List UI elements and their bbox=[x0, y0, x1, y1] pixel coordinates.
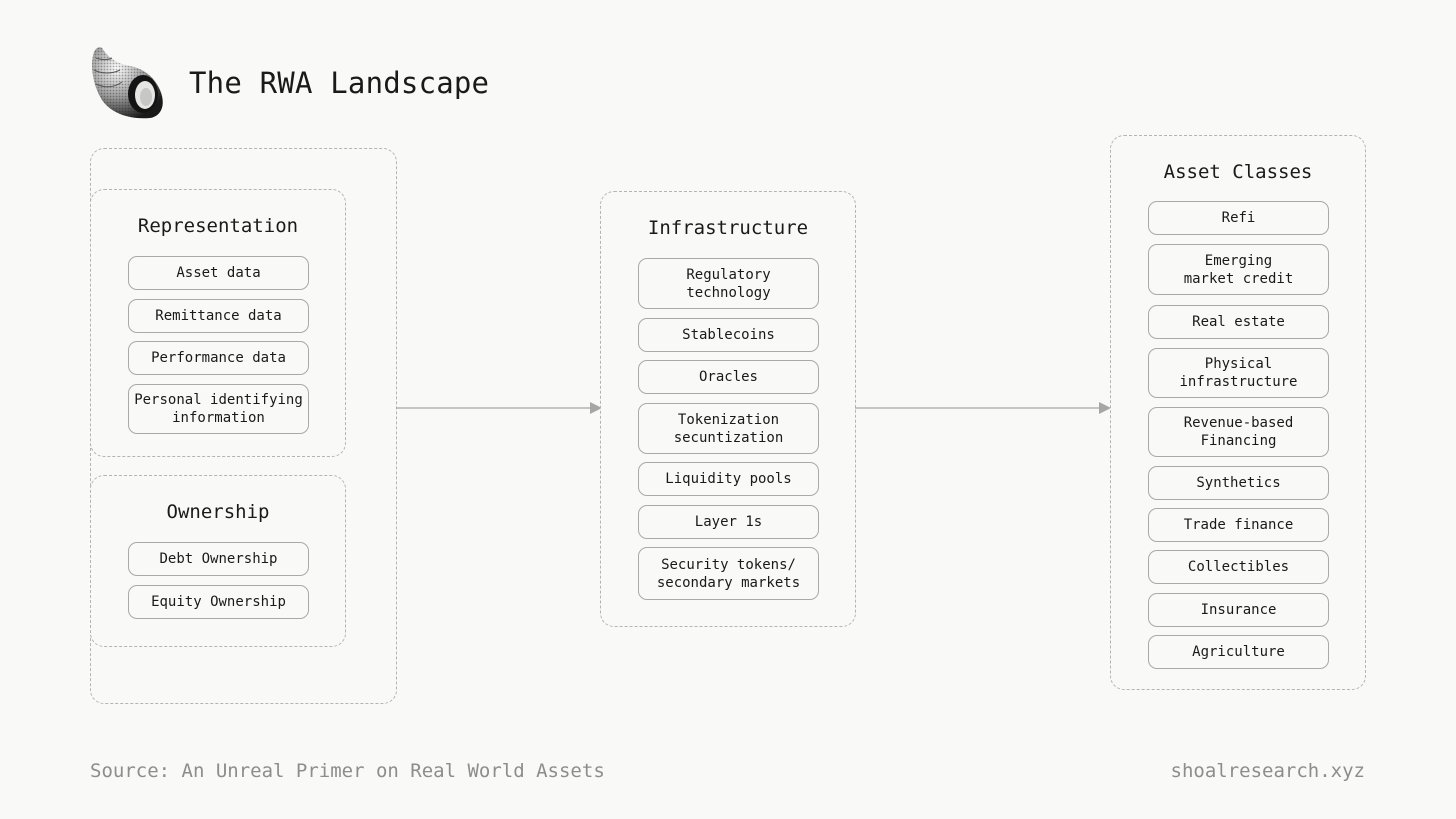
item-asset-data: Asset data bbox=[128, 256, 309, 290]
representation-box: Representation Asset data Remittance dat… bbox=[90, 189, 346, 457]
ownership-title: Ownership bbox=[166, 501, 270, 523]
item-refi: Refi bbox=[1148, 201, 1329, 235]
item-stablecoins: Stablecoins bbox=[638, 318, 819, 352]
item-real-estate: Real estate bbox=[1148, 305, 1329, 339]
infrastructure-title: Infrastructure bbox=[647, 217, 809, 239]
item-remittance-data: Remittance data bbox=[128, 299, 309, 333]
item-agriculture: Agriculture bbox=[1148, 635, 1329, 669]
infrastructure-box: Infrastructure Regulatory technology Sta… bbox=[600, 191, 856, 627]
item-emerging-market-credit: Emerging market credit bbox=[1148, 244, 1329, 295]
representation-title: Representation bbox=[137, 215, 299, 237]
asset-classes-title: Asset Classes bbox=[1163, 161, 1313, 183]
item-insurance: Insurance bbox=[1148, 593, 1329, 627]
item-collectibles: Collectibles bbox=[1148, 550, 1329, 584]
item-regulatory-technology: Regulatory technology bbox=[638, 258, 819, 309]
item-liquidity-pools: Liquidity pools bbox=[638, 462, 819, 496]
item-layer-1s: Layer 1s bbox=[638, 505, 819, 539]
item-performance-data: Performance data bbox=[128, 341, 309, 375]
asset-classes-box: Asset Classes Refi Emerging market credi… bbox=[1110, 135, 1366, 690]
item-trade-finance: Trade finance bbox=[1148, 508, 1329, 542]
arrow-to-infrastructure bbox=[396, 402, 602, 414]
ownership-box: Ownership Debt Ownership Equity Ownershi… bbox=[90, 475, 346, 647]
page-title: The RWA Landscape bbox=[189, 66, 490, 100]
arrow-to-asset-classes bbox=[855, 402, 1111, 414]
item-security-tokens: Security tokens/ secondary markets bbox=[638, 547, 819, 600]
item-equity-ownership: Equity Ownership bbox=[128, 585, 309, 619]
site-url: shoalresearch.xyz bbox=[1170, 760, 1365, 782]
item-revenue-based-financing: Revenue-based Financing bbox=[1148, 407, 1329, 457]
item-physical-infrastructure: Physical infrastructure bbox=[1148, 348, 1329, 398]
item-debt-ownership: Debt Ownership bbox=[128, 542, 309, 576]
item-personal-identifying-information: Personal identifying information bbox=[128, 384, 309, 434]
source-caption: Source: An Unreal Primer on Real World A… bbox=[90, 760, 605, 782]
shoal-shell-logo-icon bbox=[92, 47, 163, 119]
item-synthetics: Synthetics bbox=[1148, 466, 1329, 500]
item-oracles: Oracles bbox=[638, 360, 819, 394]
item-tokenization-securitization: Tokenization secuntization bbox=[638, 403, 819, 454]
